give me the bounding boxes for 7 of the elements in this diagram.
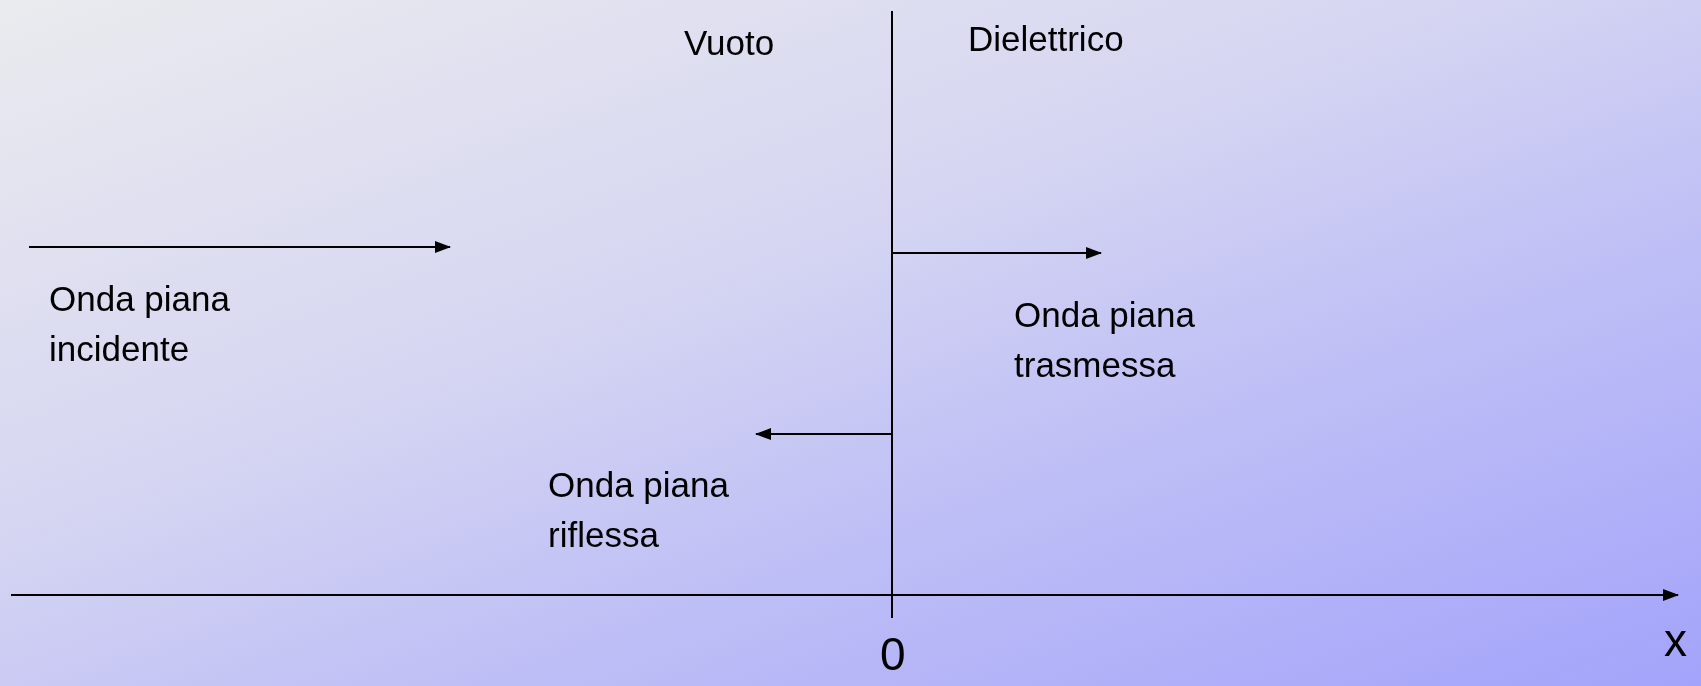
wave-label: Onda piana trasmessa [1014, 294, 1196, 386]
axis-label: x [1664, 614, 1687, 666]
region-label: Vuoto [684, 22, 775, 64]
region-label: Dielettrico [968, 18, 1124, 60]
wave-label: Onda piana riflessa [548, 464, 730, 556]
wave-label: Onda piana incidente [49, 278, 231, 370]
axis-origin-label: 0 [880, 628, 906, 680]
